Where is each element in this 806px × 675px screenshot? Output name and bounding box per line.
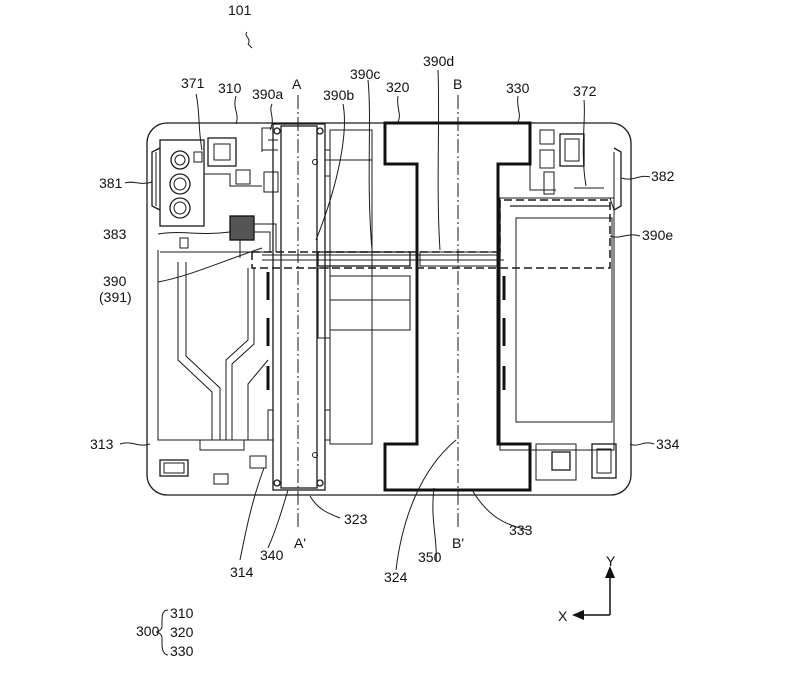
- label-381: 381: [99, 175, 123, 191]
- label-371: 371: [181, 75, 205, 91]
- label-B-prime: B': [452, 535, 464, 551]
- label-372: 372: [573, 83, 597, 99]
- axis-indicator: [572, 566, 615, 620]
- axis-x-label: X: [558, 608, 568, 624]
- label-334: 334: [656, 436, 680, 452]
- label-300: 300: [136, 623, 160, 639]
- reference-labels: 101 371 310 390a A 390c 390b 320 390d B …: [90, 2, 680, 659]
- label-300-320: 320: [170, 624, 194, 640]
- label-350: 350: [418, 549, 442, 565]
- hinge-340: [261, 123, 331, 491]
- label-B: B: [453, 76, 462, 92]
- label-390a: 390a: [252, 86, 283, 102]
- label-324: 324: [384, 569, 408, 585]
- label-390: 390: [103, 273, 127, 289]
- label-323: 323: [344, 511, 368, 527]
- bracket-300: [155, 609, 169, 656]
- label-390d: 390d: [423, 53, 454, 69]
- label-A: A: [292, 76, 302, 92]
- flexible-circuit-390: [251, 197, 615, 269]
- label-391: (391): [99, 289, 132, 305]
- label-320: 320: [386, 79, 410, 95]
- label-390b: 390b: [323, 87, 354, 103]
- label-390e: 390e: [642, 227, 673, 243]
- leader-lines: [119, 31, 655, 571]
- label-382: 382: [651, 168, 675, 184]
- label-A-prime: A': [294, 535, 306, 551]
- center-frame-320: [317, 129, 411, 445]
- label-333: 333: [509, 522, 533, 538]
- label-340: 340: [260, 547, 284, 563]
- right-housing-details: [499, 129, 622, 481]
- label-310: 310: [218, 80, 242, 96]
- left-housing-details: [151, 130, 279, 485]
- label-314: 314: [230, 564, 254, 580]
- label-313: 313: [90, 436, 114, 452]
- label-300-310: 310: [170, 605, 194, 621]
- label-383: 383: [103, 226, 127, 242]
- label-330: 330: [506, 80, 530, 96]
- axis-y-label: Y: [606, 553, 616, 569]
- label-101: 101: [228, 2, 252, 18]
- label-300-330: 330: [170, 643, 194, 659]
- label-390c: 390c: [350, 66, 380, 82]
